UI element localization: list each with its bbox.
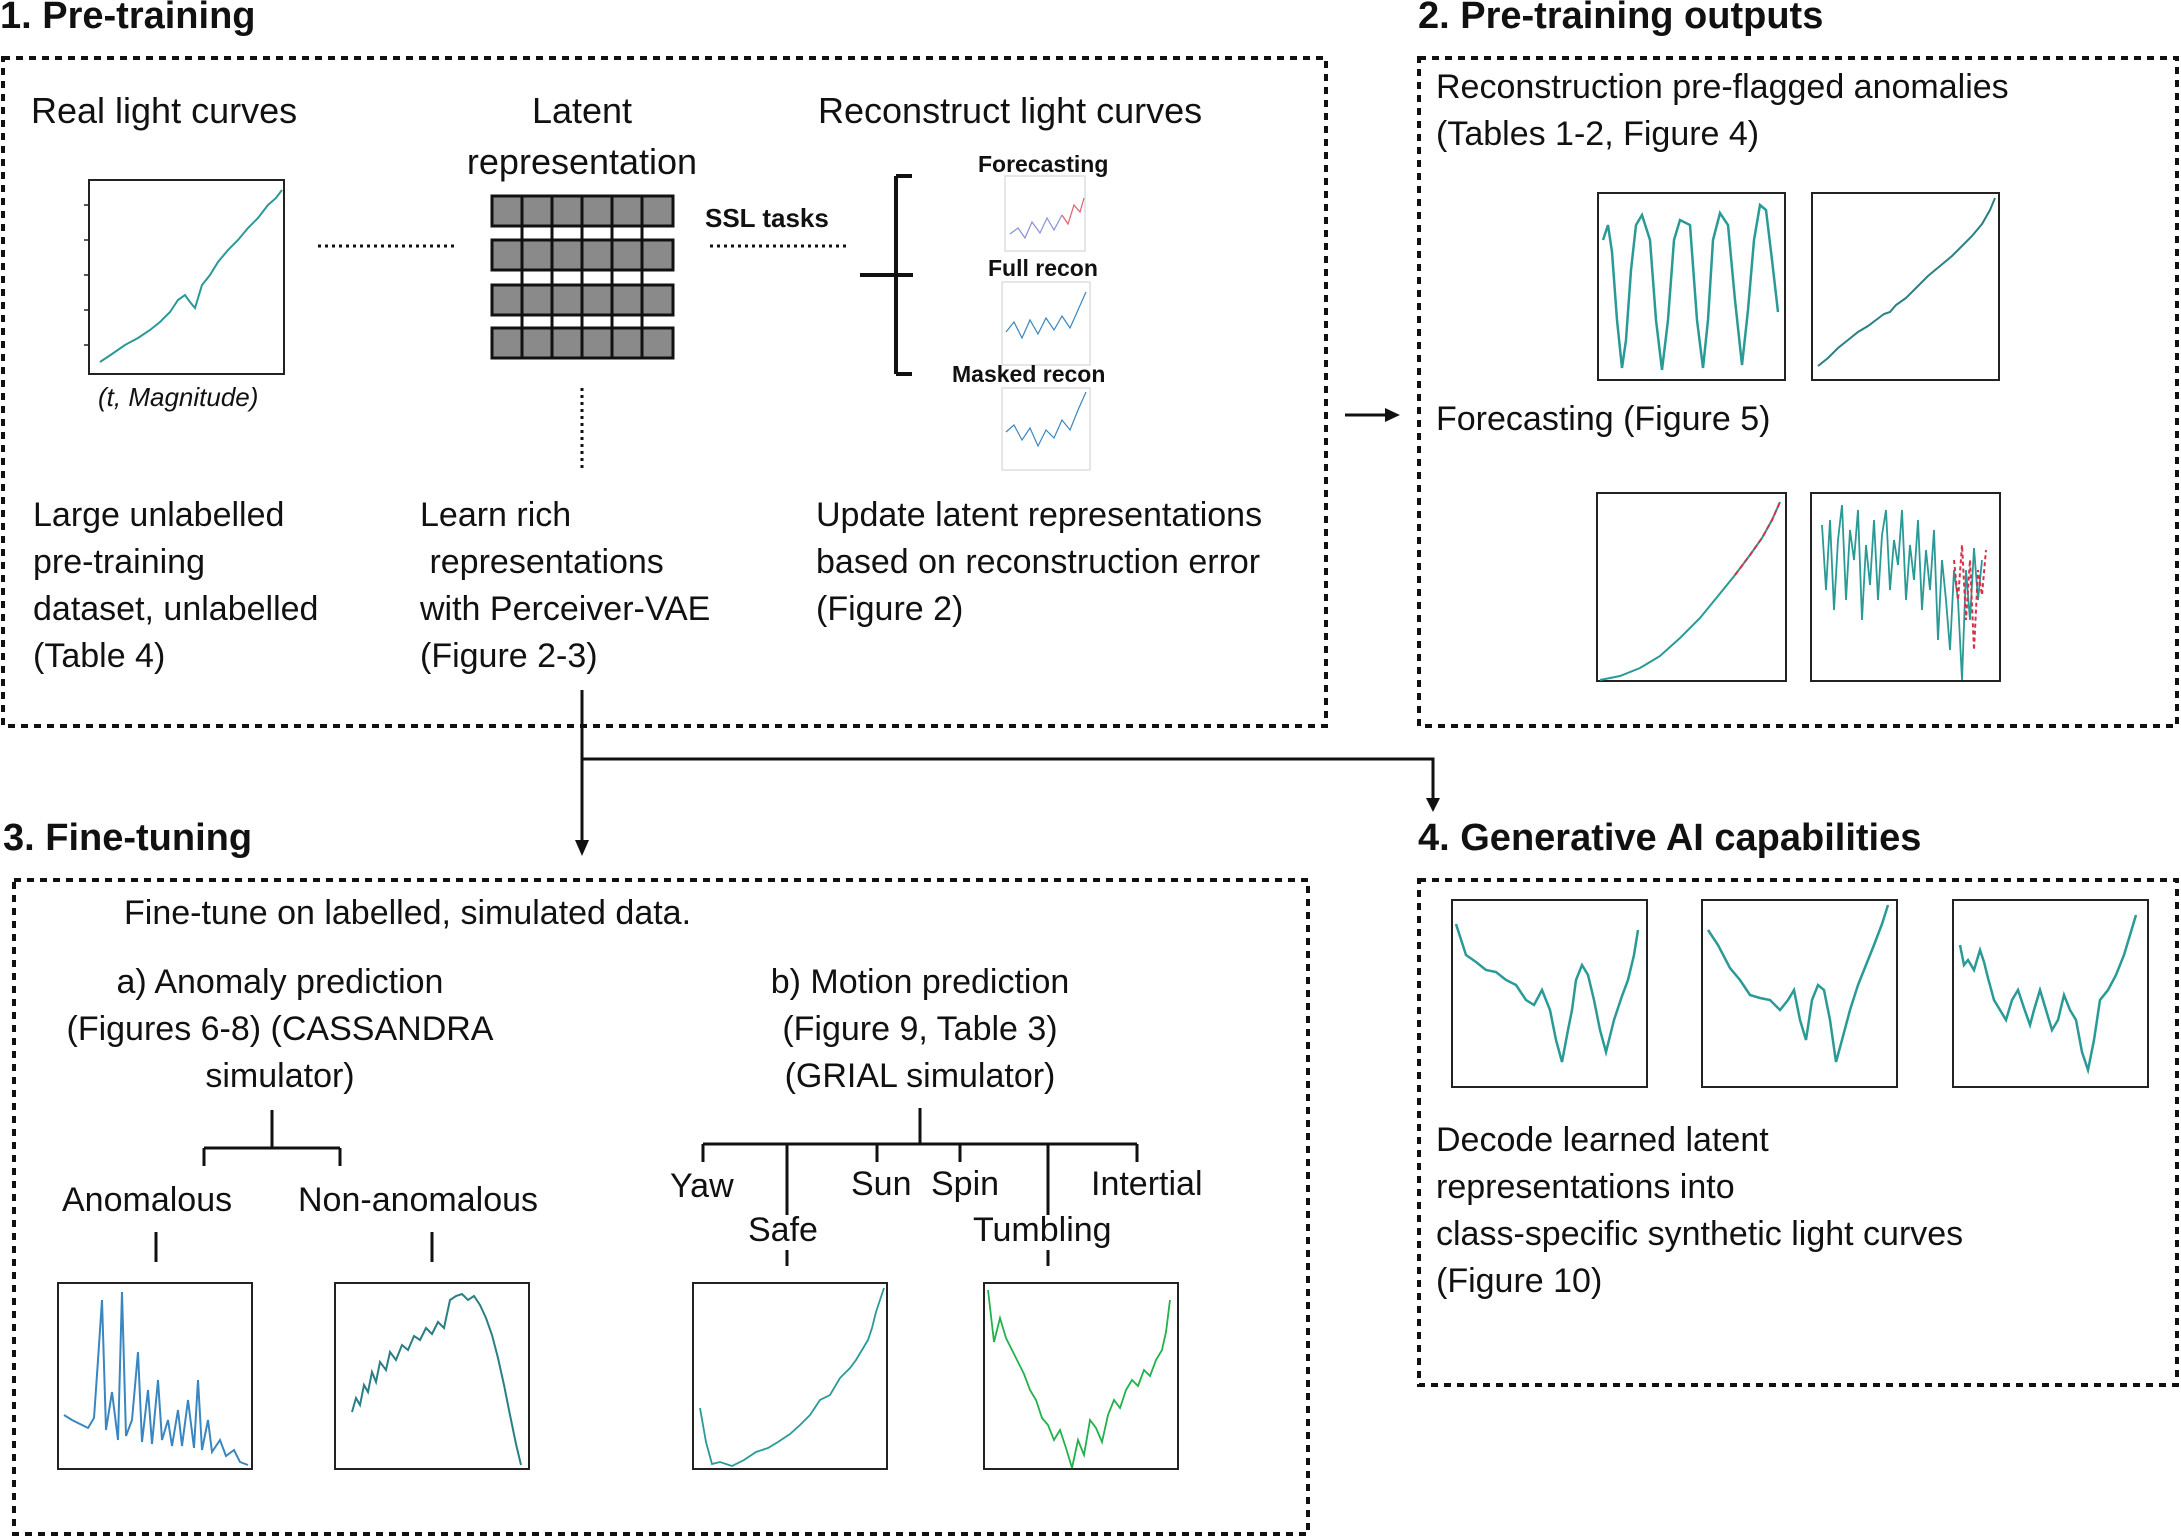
col2-desc-2: representations: [420, 543, 664, 581]
finetune-intro: Fine-tune on labelled, simulated data.: [124, 894, 692, 932]
leaf-yaw: Yaw: [670, 1167, 734, 1205]
col2-desc-4: (Figure 2-3): [420, 637, 598, 675]
anomaly-title-2: (Figures 6-8) (CASSANDRA: [66, 1010, 494, 1048]
ssl-bracket: [860, 174, 913, 376]
leaf-spin: Spin: [931, 1165, 1000, 1203]
col1-desc-4: (Table 4): [33, 637, 166, 675]
safe-plot: [692, 1282, 888, 1470]
leaf-anomalous: Anomalous: [62, 1181, 233, 1219]
outputs-forecasting: Forecasting (Figure 5): [1436, 400, 1771, 438]
leaf-sun: Sun: [851, 1165, 912, 1203]
reconstruct-title: Reconstruct light curves: [818, 90, 1203, 131]
section-4-heading: 4. Generative AI capabilities: [1418, 817, 1922, 859]
motion-title-2: (Figure 9, Table 3): [782, 1010, 1058, 1048]
anomaly-title-3: simulator): [205, 1057, 355, 1095]
generative-desc-1: Decode learned latent: [1436, 1121, 1769, 1159]
col3-desc-1: Update latent representations: [816, 496, 1263, 534]
pretraining-box: [1, 56, 1328, 728]
tree-motion: [701, 1108, 1139, 1266]
non-anomalous-plot: [334, 1282, 530, 1470]
forecast-plot-smooth: [1596, 492, 1787, 682]
full-recon-thumb: [1001, 281, 1091, 366]
leaf-non-anomalous: Non-anomalous: [298, 1181, 539, 1219]
col3-desc-2: based on reconstruction error: [816, 543, 1261, 581]
synthetic-plot-3: [1952, 899, 2149, 1088]
real-curve-ticks: [84, 204, 89, 346]
col3-desc-3: (Figure 2): [816, 590, 964, 628]
anomaly-plot-trend: [1811, 192, 2000, 381]
latent-title-line2: representation: [466, 141, 698, 182]
leaf-safe: Safe: [748, 1211, 818, 1249]
generative-desc-3: class-specific synthetic light curves: [1436, 1215, 1964, 1253]
anomaly-title-1: a) Anomaly prediction: [116, 963, 444, 1001]
forecasting-thumb: [1004, 175, 1086, 252]
axis-caption: (t, Magnitude): [98, 382, 259, 412]
arrow-to-generative: [582, 757, 1435, 800]
real-curve-plot: [88, 179, 285, 375]
synthetic-plot-1: [1451, 899, 1648, 1088]
section-1-heading: 1. Pre-training: [0, 0, 256, 37]
leaf-tumbling: Tumbling: [973, 1211, 1112, 1249]
task-full-recon: Full recon: [988, 255, 1098, 281]
col2-desc-3: with Perceiver-VAE: [420, 590, 711, 628]
latent-title-line1: Latent: [531, 90, 633, 131]
synthetic-plot-2: [1701, 899, 1898, 1088]
col1-desc-3: dataset, unlabelled: [33, 590, 319, 628]
ssl-tasks-label: SSL tasks: [705, 203, 829, 233]
anomalous-plot: [57, 1282, 253, 1470]
finetuning-box: [12, 878, 1310, 1536]
task-masked-recon: Masked recon: [952, 361, 1106, 387]
leaf-intertial: Intertial: [1091, 1165, 1203, 1203]
col1-desc-1: Large unlabelled: [33, 496, 285, 534]
real-light-curve: [99, 189, 283, 363]
motion-title-3: (GRIAL simulator): [784, 1057, 1056, 1095]
tree-anomaly: [154, 1110, 434, 1262]
outputs-text-2: (Tables 1-2, Figure 4): [1436, 115, 1760, 153]
col1-desc-2: pre-training: [33, 543, 205, 581]
motion-title-1: b) Motion prediction: [770, 963, 1070, 1001]
section-2-heading: 2. Pre-training outputs: [1418, 0, 1824, 37]
section-3-heading: 3. Fine-tuning: [3, 817, 253, 859]
tumbling-plot: [983, 1282, 1179, 1470]
outputs-text-1: Reconstruction pre-flagged anomalies: [1436, 68, 2009, 106]
masked-recon-thumb: [1001, 387, 1091, 471]
generative-desc-2: representations into: [1436, 1168, 1735, 1206]
task-forecasting: Forecasting: [978, 151, 1109, 177]
generative-box: [1417, 878, 2179, 1387]
real-light-curves-title: Real light curves: [31, 90, 298, 131]
generative-desc-4: (Figure 10): [1436, 1262, 1603, 1300]
col2-desc-1: Learn rich: [420, 496, 572, 534]
outputs-box: [1417, 56, 2179, 728]
